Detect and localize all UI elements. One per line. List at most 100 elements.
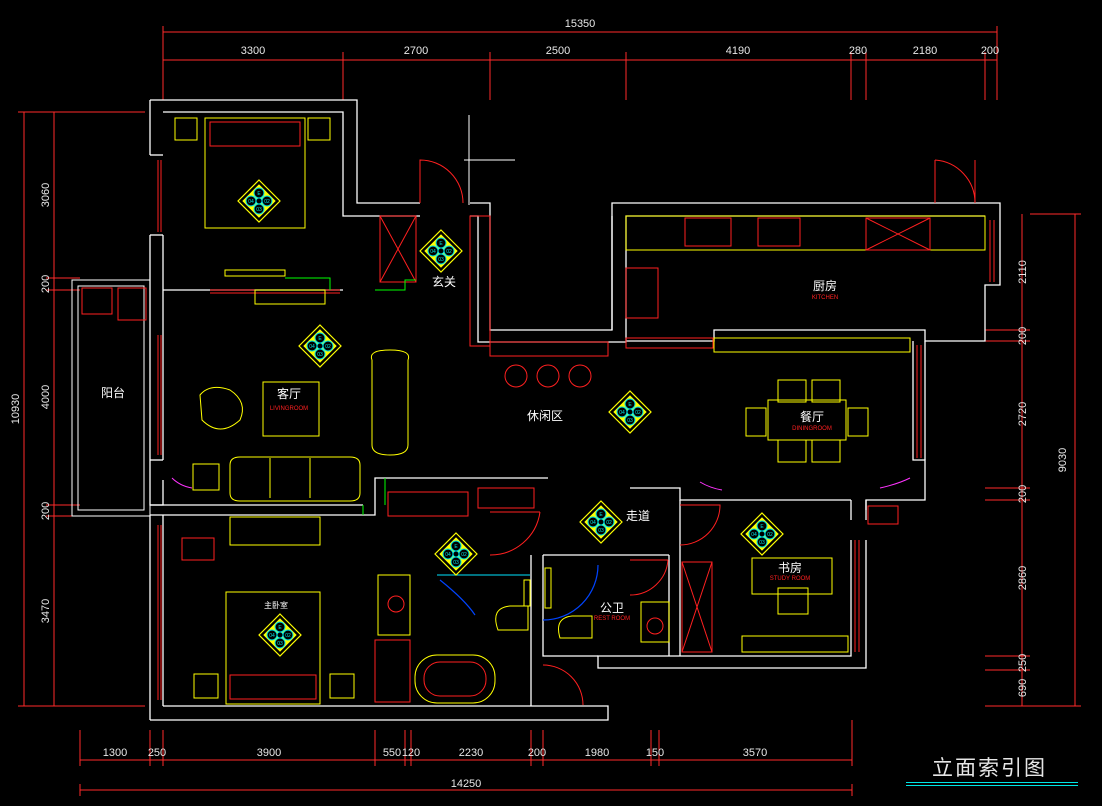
- dining-table: [767, 399, 847, 441]
- dim-bottom-9: 150: [646, 747, 664, 759]
- dim-right-5: 2860: [1017, 566, 1029, 590]
- dim-top-total: 15350: [565, 18, 596, 30]
- dim-left-5: 3470: [40, 599, 52, 623]
- dim-right-total: 9030: [1057, 448, 1069, 472]
- label-dining: 餐厅: [800, 409, 824, 424]
- dim-left-3: 4000: [40, 385, 52, 409]
- index-tag: 02: [325, 344, 331, 350]
- dim-bottom-4: 550: [383, 747, 401, 759]
- index-diamond: [740, 512, 784, 556]
- index-tag: 04: [445, 552, 451, 558]
- dim-bottom-3: 3900: [257, 747, 281, 759]
- index-center: [437, 247, 445, 255]
- label-leisure: 休闲区: [527, 409, 563, 423]
- index-center: [452, 550, 460, 558]
- index-tag: 04: [590, 520, 596, 526]
- index-tag: 04: [619, 410, 625, 416]
- index-center: [597, 518, 605, 526]
- index-tag: 03: [438, 257, 444, 263]
- balcony: [71, 279, 151, 517]
- dim-bottom-6: 2230: [459, 747, 483, 759]
- index-tag: E: [318, 336, 322, 342]
- index-diamond: [419, 229, 463, 273]
- dim-bottom-2: 250: [148, 747, 166, 759]
- dim-left-1: 3060: [40, 183, 52, 207]
- label-balcony: 阳台: [101, 385, 125, 400]
- stove: [684, 217, 732, 247]
- index-tag: 03: [317, 352, 323, 358]
- bathtub: [414, 654, 496, 704]
- index-tag: 03: [256, 207, 262, 213]
- index-diamond: [579, 500, 623, 544]
- dim-bottom-8: 1980: [585, 747, 609, 759]
- index-tag: E: [599, 512, 603, 518]
- toilet: [495, 605, 529, 631]
- label-study-en: STUDY ROOM: [770, 576, 811, 582]
- index-tag: 03: [598, 528, 604, 534]
- label-living: 客厅: [277, 386, 301, 401]
- coffee-table: [262, 381, 320, 437]
- label-bathroom: 公卫: [600, 601, 624, 615]
- index-tag: 04: [269, 633, 275, 639]
- label-kitchen-en: KITCHEN: [812, 295, 838, 301]
- doors: [419, 159, 976, 706]
- dim-top-3: 2500: [546, 45, 570, 57]
- index-diamond: [434, 532, 478, 576]
- title-underline: [906, 782, 1078, 786]
- chaise: [370, 349, 410, 456]
- dim-bottom-5: 120: [402, 747, 420, 759]
- label-bathroom-en: REST ROOM: [594, 616, 630, 622]
- bed-bottom: [225, 591, 321, 705]
- dim-left-4: 200: [40, 502, 52, 520]
- index-tag: 02: [606, 520, 612, 526]
- index-tag: E: [454, 544, 458, 550]
- dim-right-1: 2110: [1017, 260, 1029, 284]
- index-tag: 02: [285, 633, 291, 639]
- dim-bottom-total: 14250: [451, 778, 482, 790]
- label-kitchen: 厨房: [813, 278, 837, 293]
- label-study: 书房: [778, 560, 802, 575]
- dim-top-4: 4190: [726, 45, 750, 57]
- dim-right-4: 200: [1017, 485, 1029, 503]
- index-tag: E: [257, 191, 261, 197]
- index-tag: 02: [264, 199, 270, 205]
- dim-right-7: 690: [1017, 679, 1029, 697]
- label-corridor: 走道: [626, 509, 650, 523]
- dim-right-6: 250: [1017, 654, 1029, 672]
- index-center: [758, 530, 766, 538]
- index-tag: 04: [248, 199, 254, 205]
- index-tag: 02: [446, 249, 452, 255]
- index-tag: 04: [430, 249, 436, 255]
- index-diamond: [608, 390, 652, 434]
- index-tag: E: [278, 625, 282, 631]
- sink: [757, 217, 801, 247]
- windows: [157, 160, 995, 700]
- index-tag: 03: [453, 560, 459, 566]
- index-tag: 04: [751, 532, 757, 538]
- index-tag: 02: [767, 532, 773, 538]
- index-center: [316, 342, 324, 350]
- index-tag: 03: [627, 418, 633, 424]
- index-tag: 02: [635, 410, 641, 416]
- dimension-lines: [18, 26, 1081, 796]
- dim-bottom-1: 1300: [103, 747, 127, 759]
- dim-left-total: 10930: [10, 394, 22, 425]
- index-tag: E: [628, 402, 632, 408]
- bed-top: [204, 117, 306, 229]
- sofa: [229, 456, 361, 502]
- index-center: [626, 408, 634, 416]
- dim-top-6: 2180: [913, 45, 937, 57]
- label-dining-en: DININGROOM: [792, 426, 832, 432]
- room-labels: 阳台 客厅 LIVINGROOM 玄关 休闲区 厨房 KITCHEN 餐厅 DI…: [101, 274, 838, 622]
- index-diamond: [258, 613, 302, 657]
- label-foyer: 玄关: [432, 274, 456, 289]
